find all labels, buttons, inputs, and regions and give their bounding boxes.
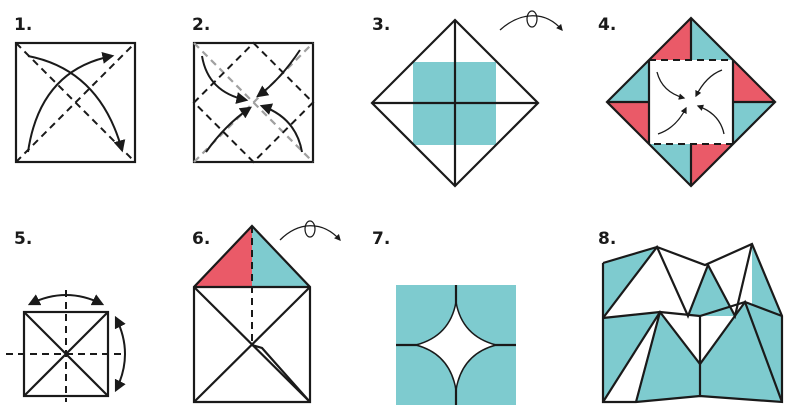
flip-over-icon — [499, 15, 563, 31]
step-2-label: 2. — [192, 15, 210, 35]
fold-arrow-icon — [696, 104, 725, 135]
step-4: 4. — [598, 15, 777, 188]
step-7-label: 7. — [372, 229, 390, 249]
teal-panel — [688, 265, 735, 316]
step-3: 3. — [370, 10, 563, 188]
model-outline — [601, 242, 784, 404]
fold-arrow-icon — [27, 55, 126, 153]
step-7: 7. — [372, 229, 516, 405]
step-1-label: 1. — [14, 15, 32, 35]
step-6: 6. — [192, 220, 341, 404]
fold-arrow-icon — [657, 106, 687, 135]
inner-flap-edge — [251, 343, 311, 403]
fold-arrow-icon — [114, 315, 126, 393]
fold-arrow-icon — [259, 103, 303, 153]
diagonal-crease-line — [193, 42, 314, 163]
fold-arrow-icon — [27, 294, 105, 306]
teal-panel — [636, 312, 700, 402]
step-8-label: 8. — [598, 229, 616, 249]
step-8: 8. — [598, 229, 784, 404]
crease — [634, 311, 662, 403]
step-6-label: 6. — [192, 229, 210, 249]
step-5-label: 5. — [14, 229, 32, 249]
step-4-label: 4. — [598, 15, 616, 35]
fold-arrow-icon — [256, 49, 301, 98]
fold-guide-square — [648, 59, 734, 145]
step-3-label: 3. — [372, 15, 390, 35]
flip-loop — [526, 10, 538, 28]
fold-arrow-icon — [201, 55, 249, 104]
flip-loop — [304, 220, 316, 238]
upper-crease-zigzag — [602, 243, 754, 320]
fold-arrow-icon — [695, 69, 723, 98]
step-2: 2. — [192, 15, 315, 164]
teal-panel — [700, 302, 782, 402]
fold-arrow-icon — [27, 51, 115, 153]
fold-arrow-icon — [656, 71, 686, 100]
paper-house-shape — [192, 224, 312, 404]
diagonal-fold-line — [15, 42, 136, 163]
flip-over-icon — [279, 225, 341, 241]
step-5: 5. — [6, 229, 126, 402]
paper-square — [14, 41, 137, 164]
fold-arrow-icon — [205, 106, 252, 153]
diagonal-crease — [193, 286, 311, 403]
step-1: 1. — [14, 15, 137, 164]
center-star-opening — [413, 301, 499, 391]
